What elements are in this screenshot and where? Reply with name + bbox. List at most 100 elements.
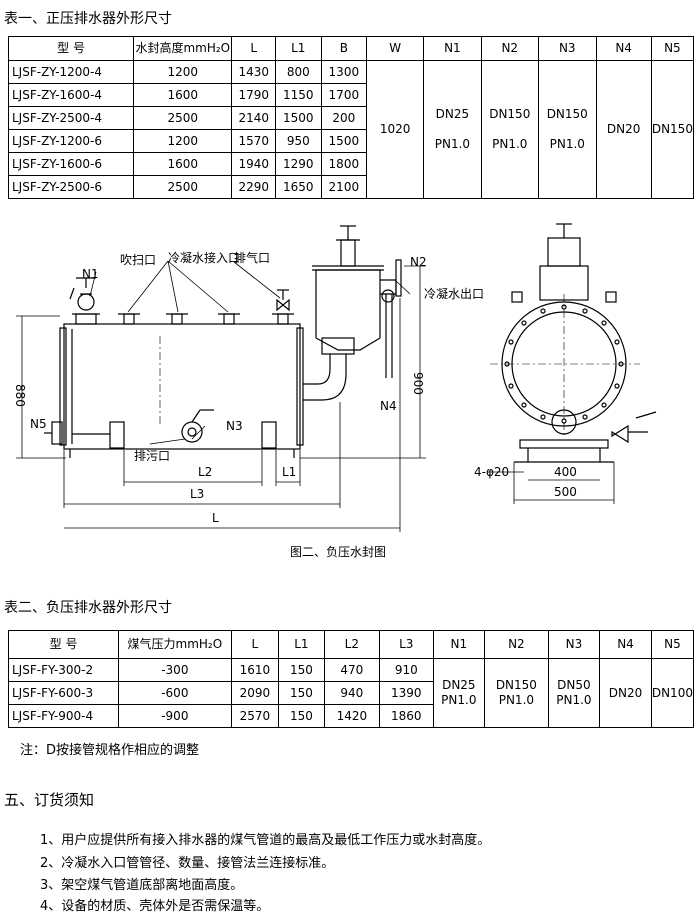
table1-header: N1 [423,36,482,61]
w-cell: 1020 [366,60,425,199]
list-item: 2、冷凝水入口管管径、数量、接管法兰连接标准。 [40,856,335,871]
table2-header-row: 型 号 煤气压力mmH₂O L L1 L2 L3 N1 N2 N3 N4 N5 [7,630,695,659]
table1-header: N5 [650,36,695,61]
n3-label: N3 [226,419,243,433]
l-cell: 2140 [231,106,277,130]
list-item: 1、用户应提供所有接入排水器的煤气管道的最高及最低工作压力或水封高度。 [40,833,491,848]
l3-cell: 1860 [379,704,434,728]
vent-port-label: 排气口 [234,250,270,265]
l-cell: 1790 [231,83,277,107]
model-cell: LJSF-ZY-1600-6 [7,152,135,176]
table2-header: L1 [278,630,325,659]
end-view [488,223,657,504]
model-cell: LJSF-ZY-1200-6 [7,129,135,153]
b-cell: 1500 [320,129,368,153]
table2-header: N1 [432,630,486,659]
right-end-flange [296,327,304,446]
l-cell: 1610 [230,658,280,682]
b-cell: 1300 [320,60,368,84]
l2-cell: 1420 [323,704,381,728]
n5-label: N5 [30,417,47,431]
n1-valve [69,277,96,311]
table1-title: 表一、正压排水器外形尺寸 [4,11,172,27]
seal-cell: 2500 [133,106,233,130]
list-item: 3、架空煤气管道底部离地面高度。 [40,878,244,893]
height-880-label: 880 [13,384,27,407]
l-cell: 1940 [231,152,277,176]
b-cell: 200 [320,106,368,130]
table2-title: 表二、负压排水器外形尺寸 [4,600,172,616]
l-label: L [212,511,219,525]
drain-port-label: 排污口 [134,449,170,463]
table2-header: N4 [599,630,652,659]
table1-header: L [231,36,277,61]
table2-header: N5 [650,630,695,659]
drain-box-right [261,421,277,449]
n2-label: N2 [410,255,427,269]
l1-cell: 1150 [275,83,322,107]
n4-cell: DN20 [599,658,652,728]
table-row: LJSF-FY-300-2 -300 1610 150 470 910 DN25… [7,658,695,728]
seal-column [303,225,402,401]
l1-cell: 150 [278,704,325,728]
table2-header: L3 [379,630,434,659]
seal-cell: 1600 [133,83,233,107]
table1-header: 型 号 [7,36,135,61]
table-row: LJSF-ZY-2500-4 2500 2140 1500 200 [7,106,694,130]
table-row: LJSF-FY-900-4 -900 2570 150 1420 1860 [7,704,694,728]
n4-cell: DN20 [595,60,652,199]
table1: 型 号 水封高度mmH₂O L L1 B W N1 N2 N3 N4 N5 LJ… [7,36,695,199]
height-900-label: 900 [411,372,425,395]
n1-pressure: PN1.0 [441,693,477,707]
n3-size: DN150 [546,107,588,121]
order-title: 五、订货须知 [4,791,95,809]
table2-header: N2 [484,630,549,659]
leader-lines [89,260,411,445]
drawing-labels: N1 吹扫口 冷凝水接入口 排气口 N5 N3 排污口 L2 L1 L3 L N… [13,250,577,525]
table2-header: N3 [547,630,601,659]
table2-header: 型 号 [7,630,120,659]
table1-header: N3 [538,36,597,61]
model-cell: LJSF-ZY-1200-4 [7,60,135,84]
l2-cell: 940 [323,681,381,705]
table-row: LJSF-ZY-2500-6 2500 2290 1650 2100 [7,175,694,199]
n3-pressure: PN1.0 [556,693,592,707]
l1-cell: 1290 [275,152,322,176]
l1-cell: 950 [275,129,322,153]
drain-valve [181,409,214,443]
table-row: LJSF-ZY-1600-4 1600 1790 1150 1700 [7,83,694,107]
condensate-inlet-label: 冷凝水接入口 [168,250,240,265]
condensate-outlet-label: 冷凝水出口 [424,286,484,301]
n2-pressure: PN1.0 [492,137,528,151]
width-400-label: 400 [554,465,577,479]
l-cell: 2570 [230,704,280,728]
table1-header: N2 [480,36,540,61]
vent-valve [276,289,290,312]
model-cell: LJSF-ZY-2500-6 [7,175,135,199]
n2-size: DN150 [489,107,531,121]
l-cell: 2090 [230,681,280,705]
negative-pressure-seal-drawing: N1 吹扫口 冷凝水接入口 排气口 N5 N3 排污口 L2 L1 L3 L N… [13,223,657,532]
pressure-cell: -600 [118,681,232,705]
n1-label: N1 [82,267,99,281]
l3-cell: 1390 [379,681,434,705]
table1-header: N4 [595,36,652,61]
b-cell: 2100 [320,175,368,199]
blow-port-label: 吹扫口 [120,253,156,267]
l-cell: 1430 [231,60,277,84]
bolt-holes [504,304,624,424]
l1-cell: 1500 [275,106,322,130]
table2-header: 煤气压力mmH₂O [118,630,232,659]
table-row: LJSF-ZY-1200-6 1200 1570 950 1500 [7,129,694,153]
left-end-flange [59,327,67,446]
n1-size: DN25 [435,107,470,121]
table1-header: L1 [275,36,322,61]
l1-cell: 1650 [275,175,322,199]
list-item: 4、设备的材质、壳体外是否需保温等。 [40,899,270,914]
drain-box-left [109,421,125,449]
side-view [44,260,411,458]
figure-caption: 图二、负压水封图 [290,545,387,559]
